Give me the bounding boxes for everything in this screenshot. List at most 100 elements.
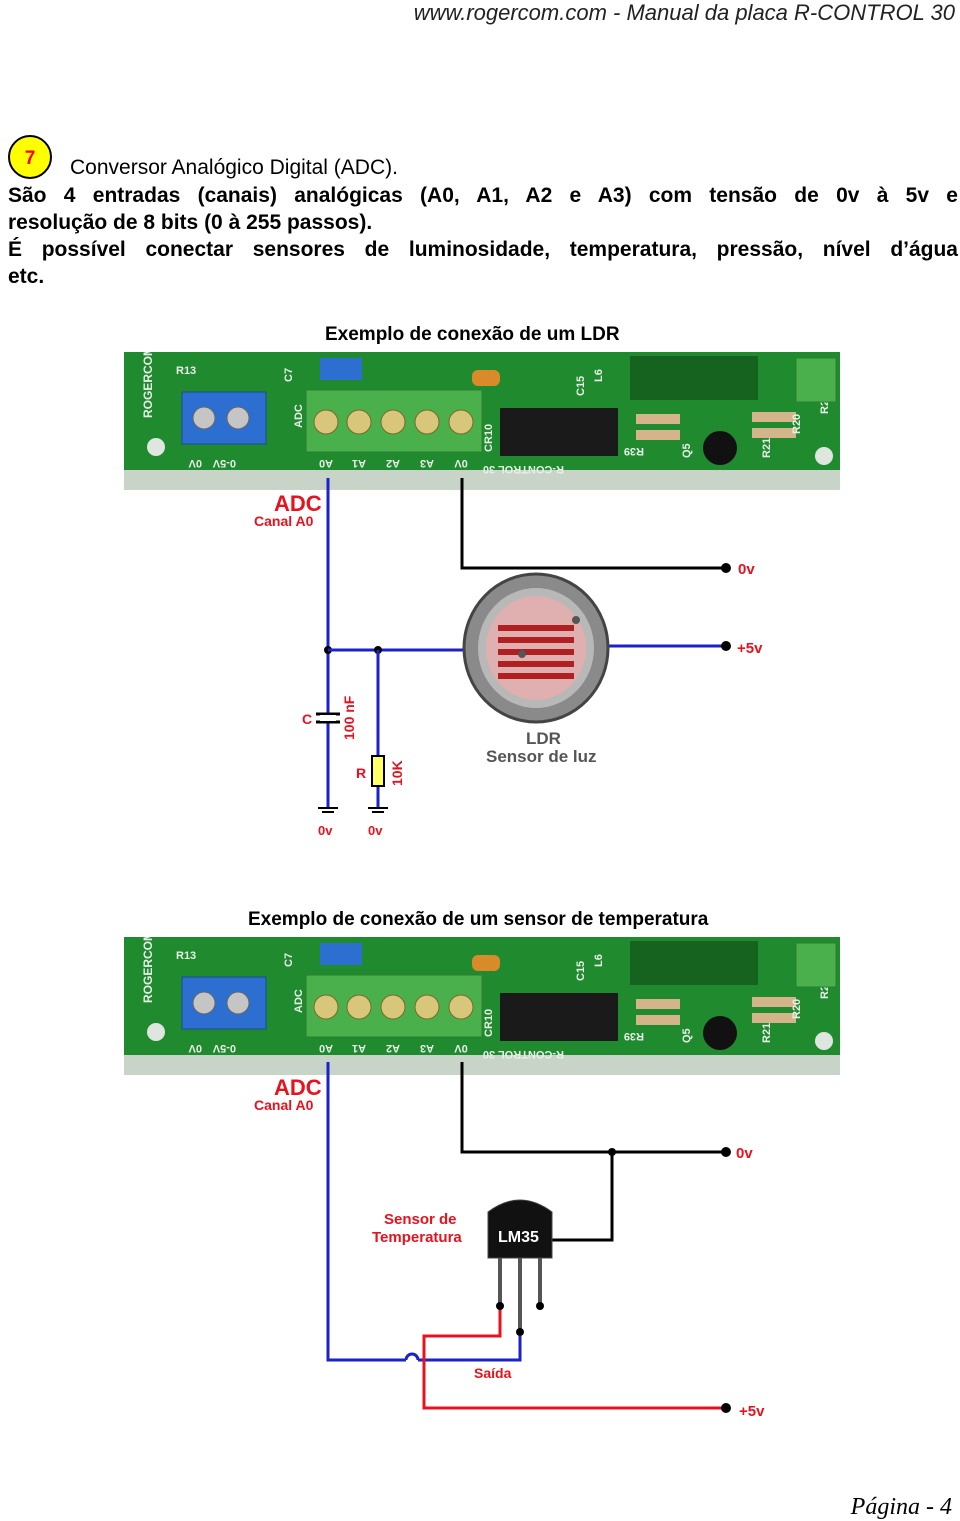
a0-wire: [326, 1062, 406, 1362]
board-photo-2: ROGERCOM R13 0V 0-5V C7 ADC A0 A1 A2 A3 …: [124, 937, 840, 1075]
resistor-body: [371, 755, 385, 787]
ic-chip: [500, 408, 618, 456]
adc-terminal-label: 0V: [454, 1042, 468, 1054]
section-title: Conversor Analógico Digital (ADC).: [70, 156, 398, 179]
board-label: C15: [575, 961, 587, 981]
board-brand-label: ROGERCOM: [141, 352, 155, 418]
relay-terminal: [795, 357, 837, 403]
ground-label-1: 0v: [318, 823, 333, 838]
board-label: R39: [624, 445, 644, 457]
mount-hole: [147, 438, 165, 456]
page-number: Página - 4: [850, 1494, 952, 1520]
lm35-sensor: [487, 1199, 553, 1336]
board-label: R2: [819, 400, 831, 414]
resistor: [752, 1013, 796, 1023]
trimpot: [320, 358, 362, 380]
mount-hole: [147, 1023, 165, 1041]
board-label: R13: [176, 365, 196, 377]
ldr-title: LDR: [526, 729, 561, 748]
board-photo-1: ROGERCOM R13 0V 0-5V C7 ADC A0 A1 A2 A3 …: [124, 352, 840, 490]
pcb-edge: [124, 1055, 840, 1075]
terminal-dot: [721, 1403, 731, 1413]
terminal-dot: [721, 641, 731, 651]
output-wire: [418, 1336, 522, 1362]
pcb-edge: [124, 470, 840, 490]
resistor: [636, 999, 680, 1009]
resistor: [752, 412, 796, 422]
resistor: [636, 1015, 680, 1025]
paragraph-2-line-1: É possível conectar sensores de luminosi…: [8, 238, 958, 261]
section-number-badge: 7: [8, 135, 52, 179]
ldr-sensor: [462, 572, 610, 724]
sensor-label-line-1: Sensor de: [384, 1211, 457, 1228]
mount-hole: [815, 1032, 833, 1050]
adc-terminal-label: A1: [352, 457, 366, 469]
ground-label: 0v: [738, 561, 755, 578]
vcc-label: +5v: [739, 1403, 765, 1420]
header-text: www.rogercom.com - Manual da placa R-CON…: [413, 0, 955, 25]
board-label: CR10: [483, 424, 495, 452]
resistor: [752, 428, 796, 438]
board-label: Q5: [681, 1028, 693, 1043]
board-label: CR10: [483, 1009, 495, 1037]
board-label: R13: [176, 950, 196, 962]
adc-terminal-label: A1: [352, 1042, 366, 1054]
adc-terminal-label: A3: [420, 457, 434, 469]
terminal-screw: [346, 409, 372, 435]
relay: [630, 941, 758, 985]
vcc-label: +5v: [737, 640, 763, 657]
board-label: L6: [593, 954, 605, 967]
terminal-screw: [380, 409, 406, 435]
terminal-label: 0V: [188, 1042, 202, 1054]
resistor: [752, 997, 796, 1007]
ground-label-2: 0v: [368, 823, 383, 838]
resistor: [636, 414, 680, 424]
terminal-dot: [721, 563, 731, 573]
terminal-screw: [414, 994, 440, 1020]
board-label: Q5: [681, 443, 693, 458]
transistor: [703, 431, 737, 465]
output-label: Saída: [474, 1365, 512, 1381]
board-label: L6: [593, 369, 605, 382]
board-label: R20: [791, 414, 803, 434]
figure-1-caption: Exemplo de conexão de um LDR: [325, 324, 620, 345]
paragraph-1-line-1: São 4 entradas (canais) analógicas (A0, …: [8, 184, 958, 207]
terminal-screw: [313, 994, 339, 1020]
wire-crossover: [404, 1352, 420, 1361]
resistor-value: 10K: [389, 760, 405, 786]
temperature-schematic: ADC Canal A0 0v +5v LM35 Sensor de Tempe…: [254, 1062, 765, 1420]
ground-wire: [460, 1062, 726, 1154]
figure-2-caption: Exemplo de conexão de um sensor de tempe…: [248, 909, 709, 930]
terminal-screw: [226, 991, 250, 1015]
adc-label: ADC: [274, 491, 322, 516]
adc-terminal-label: A0: [319, 457, 333, 469]
adc-terminal-label: A2: [386, 457, 400, 469]
board-label: C15: [575, 376, 587, 396]
terminal-screw: [380, 994, 406, 1020]
terminal-screw: [448, 994, 474, 1020]
vcc-wire: [422, 1306, 726, 1410]
paragraph-2-line-2: etc.: [8, 265, 45, 288]
ldr-schematic: ADC Canal A0 0v +5v LDR Sensor de luz C …: [254, 478, 763, 838]
board-label: R21: [761, 438, 773, 458]
ldr-subtitle: Sensor de luz: [486, 747, 597, 766]
relay: [630, 356, 758, 400]
adc-terminal-label: A3: [420, 1042, 434, 1054]
channel-label: Canal A0: [254, 513, 314, 529]
board-label: R21: [761, 1023, 773, 1043]
capacitor-gap: [320, 715, 336, 721]
adc-label: ADC: [274, 1075, 322, 1100]
board-label: C7: [283, 368, 295, 382]
terminal-label: 0-5V: [212, 1042, 236, 1054]
board-label: R39: [624, 1030, 644, 1042]
board-label: R20: [791, 999, 803, 1019]
capacitor-label: C: [302, 711, 312, 727]
board-model-label: R-CONTROL 30: [483, 463, 564, 475]
ground-wire: [460, 478, 726, 570]
terminal-screw: [346, 994, 372, 1020]
relay-terminal: [795, 942, 837, 988]
adc-terminal-label: 0V: [454, 457, 468, 469]
capacitor: [472, 370, 500, 386]
channel-label: Canal A0: [254, 1097, 314, 1113]
ground-label: 0v: [736, 1145, 753, 1162]
